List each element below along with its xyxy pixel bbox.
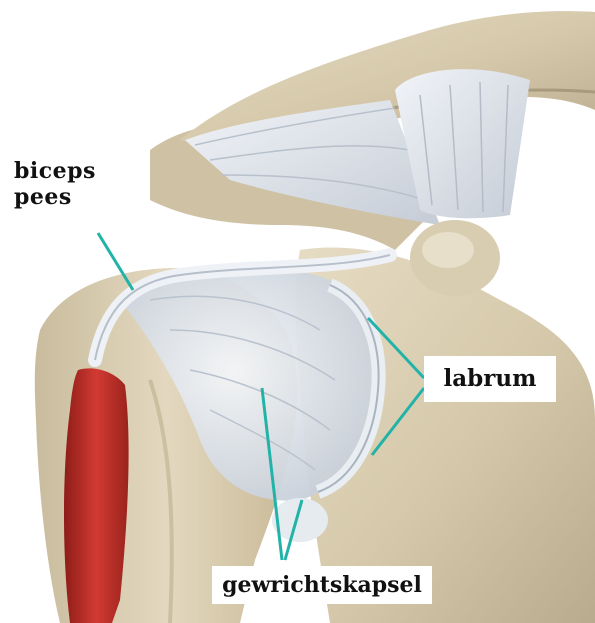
biceps-label-line2: pees bbox=[14, 184, 96, 210]
labrum-label: labrum bbox=[424, 356, 556, 402]
joint-capsule-label: gewrichtskapsel bbox=[212, 566, 432, 604]
biceps-label-line1: biceps bbox=[14, 158, 96, 184]
biceps-muscle bbox=[64, 368, 129, 623]
biceps-tendon-label: biceps pees bbox=[14, 158, 96, 211]
